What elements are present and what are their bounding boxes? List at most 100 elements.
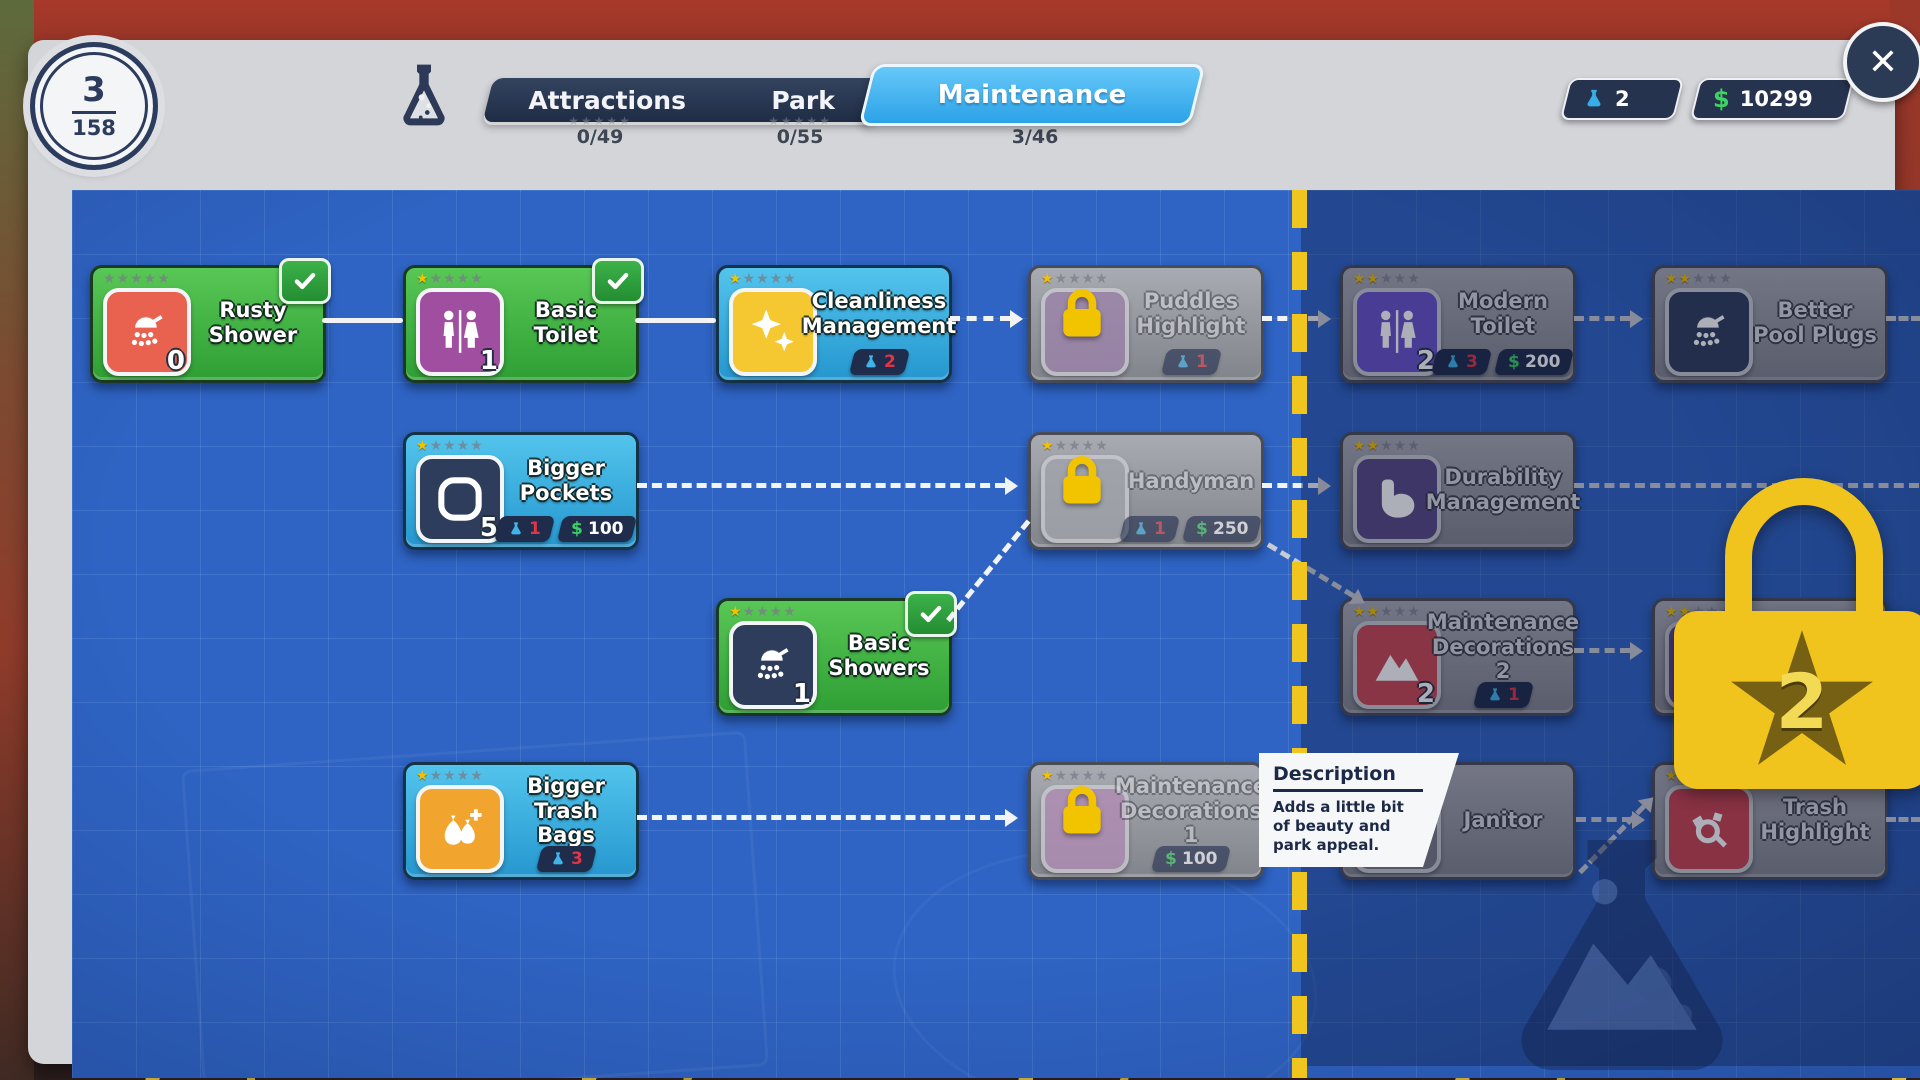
research-total-count: 158 xyxy=(72,116,116,140)
tech-node-durability-management[interactable]: ★★★★★ Durability Management xyxy=(1340,432,1580,550)
completed-check-icon xyxy=(279,258,331,304)
tier-divider-line xyxy=(1292,190,1307,1078)
money-cost-badge: $100 xyxy=(1150,846,1232,872)
connector-line xyxy=(635,318,716,323)
shower-icon: 1 xyxy=(729,621,817,709)
muscle-icon xyxy=(1353,455,1441,543)
progress-divider xyxy=(72,111,116,114)
connector-line xyxy=(950,310,1023,328)
tech-node-better-pool-plugs[interactable]: ★★★★★ Better Pool Plugs xyxy=(1652,265,1888,383)
connector-line xyxy=(322,318,403,323)
star-rating: ★★★★★ xyxy=(1353,604,1421,620)
shower-icon xyxy=(1665,288,1753,376)
research-cost-badge: 1 xyxy=(1119,516,1181,542)
connector-line xyxy=(1574,310,1643,328)
star-rating: ★★★★★ xyxy=(103,271,171,287)
cost-badges: 2 xyxy=(815,349,943,375)
tier-star-icon: ★ xyxy=(1719,592,1885,808)
tech-node-basic-showers[interactable]: ★★★★★ 1 Basic Showers xyxy=(716,591,957,716)
star-rating: ★★★★★ xyxy=(729,604,797,620)
completed-check-icon xyxy=(905,591,957,637)
padlock-icon xyxy=(1049,282,1115,348)
research-progress-badge: 3 158 xyxy=(30,42,158,170)
close-icon: ✕ xyxy=(1867,41,1899,83)
cost-badges: $100 xyxy=(1127,846,1255,872)
arrow-icon xyxy=(1010,310,1023,328)
research-unlocked-count: 3 xyxy=(82,70,106,110)
tooltip-divider xyxy=(1273,789,1423,792)
tech-node-handyman[interactable]: ★★★★★ Handyman 1 $250 xyxy=(1028,432,1264,550)
lock-body: ★ 2 xyxy=(1674,592,1920,808)
connector-line xyxy=(1886,817,1920,822)
star-rating: ★★★★★ xyxy=(1041,271,1109,287)
star-rating: ★★★★★ xyxy=(729,271,797,287)
tech-node-maintenance-decorations-2[interactable]: ★★★★★ 2 Maintenance Decorations 2 1 xyxy=(1340,598,1579,716)
research-cost-badge: 3 xyxy=(535,846,597,872)
arrow-icon xyxy=(1005,477,1018,495)
tech-node-cleanliness-management[interactable]: ★★★★★ Cleanliness Management 2 xyxy=(716,265,956,383)
arrow-icon xyxy=(1630,310,1643,328)
star-rating: ★★★★★ xyxy=(1353,438,1421,454)
connector-line xyxy=(1574,483,1919,488)
tech-node-maintenance-decorations-1[interactable]: ★★★★★ Maintenance Decorations 1 $100 xyxy=(1028,762,1267,880)
connector-line xyxy=(1886,316,1920,321)
close-button[interactable]: ✕ xyxy=(1843,22,1920,102)
toilet-icon: 1 xyxy=(416,288,504,376)
research-points-counter: 2 xyxy=(1559,78,1685,120)
cost-badges: 1 xyxy=(1127,349,1255,375)
arrow-icon xyxy=(1632,811,1645,829)
tech-node-modern-toilet[interactable]: ★★★★★ 2 Modern Toilet 3 $200 xyxy=(1340,265,1576,383)
research-cost-badge: 1 xyxy=(494,516,556,542)
tech-node-puddles-highlight[interactable]: ★★★★★ Puddles Highlight 1 xyxy=(1028,265,1264,383)
tech-node-basic-toilet[interactable]: ★★★★★ 1 Basic Toilet xyxy=(403,258,644,383)
tech-node-bigger-trash-bags[interactable]: ★★★★★ Bigger Trash Bags 3 xyxy=(403,762,639,880)
tab-park-progress: ★★★★★ 0/55 xyxy=(768,114,832,148)
research-cost-badge: 1 xyxy=(1160,349,1222,375)
research-panel: ★★★★★ 0 Rusty Shower ★★★★★ 1 Basic Toile… xyxy=(28,40,1920,1078)
perk-tooltip: Description Adds a little bit of beauty … xyxy=(1259,753,1459,867)
blueprint-vignette xyxy=(72,190,1920,1078)
tier-lock-icon: ★ 2 xyxy=(1674,478,1920,808)
cost-badges: 1 $250 xyxy=(1119,516,1263,542)
tech-node-bigger-pockets[interactable]: ★★★★★ 5 Bigger Pockets 1 $100 xyxy=(403,432,639,550)
toilet-icon: 2 xyxy=(1353,288,1441,376)
dollar-icon: $ xyxy=(1713,85,1730,113)
cost-badges: 3 xyxy=(502,846,630,872)
money-cost-badge: $250 xyxy=(1182,516,1263,542)
connector-line xyxy=(1262,477,1331,495)
research-points-value: 2 xyxy=(1615,87,1630,111)
star-rating: ★★★★★ xyxy=(1353,271,1421,287)
tech-node-rusty-shower[interactable]: ★★★★★ 0 Rusty Shower xyxy=(90,258,331,383)
star-rating: ★★★★★ xyxy=(1665,271,1733,287)
cost-badges: 1 $100 xyxy=(494,516,638,542)
flask-watermark-icon xyxy=(1472,840,1772,1070)
arrow-icon xyxy=(1005,809,1018,827)
arrow-icon xyxy=(1318,310,1331,328)
tech-tree-canvas[interactable]: ★★★★★ 0 Rusty Shower ★★★★★ 1 Basic Toile… xyxy=(72,190,1920,1078)
star-rating: ★★★★★ xyxy=(416,271,484,287)
completed-check-icon xyxy=(592,258,644,304)
tooltip-title: Description xyxy=(1273,763,1396,785)
star-rating: ★★★★★ xyxy=(416,768,484,784)
tab-attractions-progress: ★★★★★ 0/49 xyxy=(568,114,632,148)
money-counter: $ 10299 xyxy=(1689,78,1855,120)
trash-bags-icon xyxy=(416,785,504,873)
tab-attractions[interactable]: Attractions xyxy=(528,85,686,115)
shower-icon: 0 xyxy=(103,288,191,376)
mountains-icon: 2 xyxy=(1353,621,1441,709)
star-rating: ★★★★★ xyxy=(1041,438,1109,454)
sparkles-icon xyxy=(729,288,817,376)
research-flask-icon xyxy=(396,58,452,132)
arrow-icon xyxy=(1630,642,1643,660)
pocket-icon: 5 xyxy=(416,455,504,543)
money-cost-badge: $100 xyxy=(557,516,638,542)
tooltip-body: Adds a little bit of beauty and park app… xyxy=(1273,798,1404,854)
tab-maintenance[interactable]: Maintenance xyxy=(858,64,1206,126)
star-rating: ★★★★★ xyxy=(1041,768,1109,784)
connector-line xyxy=(1262,310,1331,328)
connector-line xyxy=(1574,642,1643,660)
connector-line xyxy=(637,477,1018,495)
flask-icon xyxy=(1583,88,1605,110)
tab-park[interactable]: Park xyxy=(771,85,835,115)
